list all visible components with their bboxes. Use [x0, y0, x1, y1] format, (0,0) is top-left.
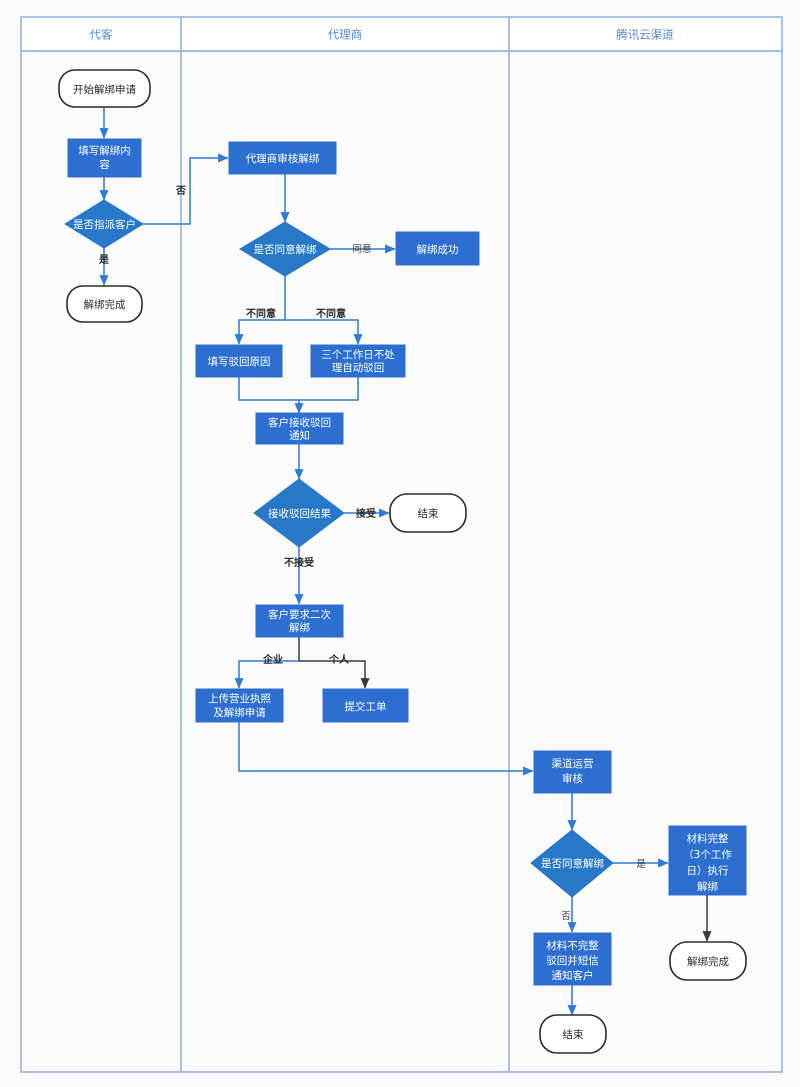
- node-decision-assign-customer[interactable]: 是否指派客户: [64, 199, 144, 249]
- node-materials-incomplete-reject-sms[interactable]: 材料不完整 驳回并短信 通知客户: [533, 932, 612, 986]
- edge-label-result-accept: 接受: [356, 507, 376, 520]
- node-label-line1: 客户要求二次: [268, 608, 331, 621]
- node-label: 结束: [563, 1028, 584, 1041]
- node-label-line2: 容: [99, 158, 110, 171]
- node-label-line2: 审核: [562, 772, 583, 785]
- node-label-line2: 理自动驳回: [332, 361, 385, 374]
- swimlane-frame: [20, 16, 783, 1073]
- edge-label-enterprise: 企业: [262, 653, 283, 666]
- edge-label-agree-no-2: 不同意: [316, 307, 346, 320]
- node-label-line1: 三个工作日不处: [321, 349, 395, 361]
- node-decision-receive-reject-result[interactable]: 接收驳回结果: [253, 478, 345, 548]
- node-channel-operation-review[interactable]: 渠道运营 审核: [533, 750, 612, 794]
- node-label-line1: 材料完整: [687, 832, 729, 845]
- node-label-line2: 解绑: [289, 621, 310, 634]
- node-label-line1: 材料不完整: [546, 939, 599, 952]
- node-end-agent[interactable]: 结束: [389, 493, 467, 533]
- node-label-line4: 解绑: [697, 880, 718, 893]
- node-end-tencent[interactable]: 结束: [539, 1014, 607, 1054]
- node-decision-agree-unbind-agent[interactable]: 是否同意解绑: [239, 221, 331, 277]
- lane-title-tencent: 腾讯云渠道: [616, 28, 674, 42]
- edge-label-assign-yes: 是: [98, 254, 109, 266]
- edge-label-assign-no: 否: [175, 185, 186, 197]
- node-customer-request-second-unbind[interactable]: 客户要求二次 解绑: [255, 604, 344, 638]
- edge-label-agree2-yes: 是: [636, 859, 646, 870]
- node-label-line1: 客户接收驳回: [268, 416, 331, 429]
- node-label: 是否同意解绑: [541, 857, 604, 870]
- node-label: 解绑完成: [84, 298, 126, 311]
- node-label-line1: 上传营业执照: [208, 692, 271, 705]
- edge-label-result-reject: 不接受: [284, 556, 314, 569]
- node-start-unbind-application[interactable]: 开始解绑申请: [58, 69, 151, 108]
- node-label: 填写驳回原因: [208, 355, 271, 368]
- node-upload-business-license[interactable]: 上传营业执照 及解绑申请: [195, 688, 284, 723]
- node-label-line2: （3个工作: [683, 849, 732, 861]
- node-label: 是否指派客户: [73, 218, 136, 231]
- node-label: 开始解绑申请: [73, 83, 136, 96]
- node-decision-agree-unbind-tencent[interactable]: 是否同意解绑: [530, 829, 614, 898]
- node-auto-reject-three-days[interactable]: 三个工作日不处 理自动驳回: [310, 344, 406, 378]
- edge-label-agree2-no: 否: [561, 911, 571, 922]
- node-materials-complete-execute-unbind[interactable]: 材料完整 （3个工作 日）执行 解绑: [668, 825, 747, 896]
- node-label-line2: 通知: [289, 429, 310, 442]
- edge-label-individual: 个人: [328, 653, 350, 666]
- node-submit-ticket[interactable]: 提交工单: [322, 688, 409, 723]
- node-label: 解绑完成: [687, 955, 729, 968]
- node-label-line3: 日）执行: [687, 864, 729, 877]
- node-label: 结束: [418, 507, 439, 520]
- node-fill-unbind-content[interactable]: 填写解绑内 容: [67, 138, 142, 178]
- lane-title-customer: 代客: [90, 28, 113, 42]
- node-label: 代理商审核解绑: [246, 152, 320, 165]
- node-label-line1: 渠道运营: [552, 757, 594, 770]
- node-unbind-complete-customer[interactable]: 解绑完成: [66, 285, 143, 323]
- node-fill-reject-reason[interactable]: 填写驳回原因: [195, 344, 283, 378]
- node-unbind-success[interactable]: 解绑成功: [395, 231, 480, 266]
- node-label-line3: 通知客户: [552, 969, 594, 982]
- node-customer-receive-reject-notice[interactable]: 客户接收驳回 通知: [255, 412, 344, 445]
- node-label-line2: 驳回并短信: [546, 954, 599, 967]
- node-label: 是否同意解绑: [254, 243, 317, 256]
- connectors: [99, 107, 712, 1016]
- node-label: 解绑成功: [417, 243, 459, 256]
- node-agent-review-unbind[interactable]: 代理商审核解绑: [228, 141, 337, 175]
- lane-title-agent: 代理商: [328, 28, 363, 42]
- node-label-line1: 填写解绑内: [78, 144, 131, 157]
- edge-label-agree-yes: 同意: [352, 243, 371, 255]
- node-label: 提交工单: [345, 700, 387, 713]
- node-unbind-complete-tencent[interactable]: 解绑完成: [669, 941, 747, 981]
- edge-label-agree-no-1: 不同意: [246, 307, 276, 320]
- node-label-line2: 及解绑申请: [213, 706, 266, 719]
- node-label: 接收驳回结果: [268, 507, 331, 520]
